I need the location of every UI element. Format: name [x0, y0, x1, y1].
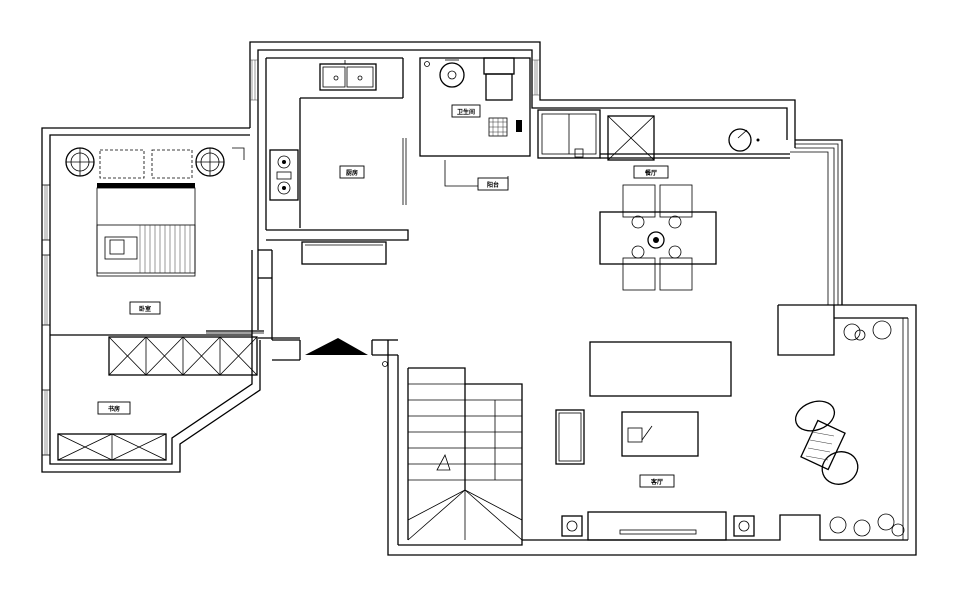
room-labels: 厨房 卫生间 餐厅 卧室 书房 客厅 阳台 — [97, 104, 675, 488]
label-bedroom: 卧室 — [129, 301, 161, 315]
exterior-walls — [41, 41, 917, 556]
label-kitchen: 厨房 — [339, 165, 365, 179]
label-bedroom-text: 卧室 — [139, 305, 151, 313]
label-kitchen-text: 厨房 — [346, 169, 358, 177]
staircase — [382, 361, 523, 541]
living-furniture — [555, 341, 755, 541]
label-living: 客厅 — [639, 474, 675, 488]
label-dining: 餐厅 — [633, 165, 669, 179]
terrace-furniture — [794, 320, 905, 537]
interior-walls — [50, 57, 790, 361]
label-laundry: 阳台 — [477, 177, 509, 191]
bedroom-furniture — [57, 147, 258, 461]
kitchen-fixtures — [269, 60, 377, 201]
label-study: 书房 — [97, 401, 131, 415]
label-bathroom: 卫生间 — [451, 104, 481, 118]
label-laundry-text: 阳台 — [487, 181, 499, 189]
label-dining-text: 餐厅 — [644, 169, 657, 177]
label-living-text: 客厅 — [650, 478, 663, 486]
bathroom-fixtures — [424, 57, 522, 137]
label-study-text: 书房 — [108, 405, 120, 413]
label-bathroom-text: 卫生间 — [457, 108, 475, 116]
dining-set — [599, 128, 760, 291]
